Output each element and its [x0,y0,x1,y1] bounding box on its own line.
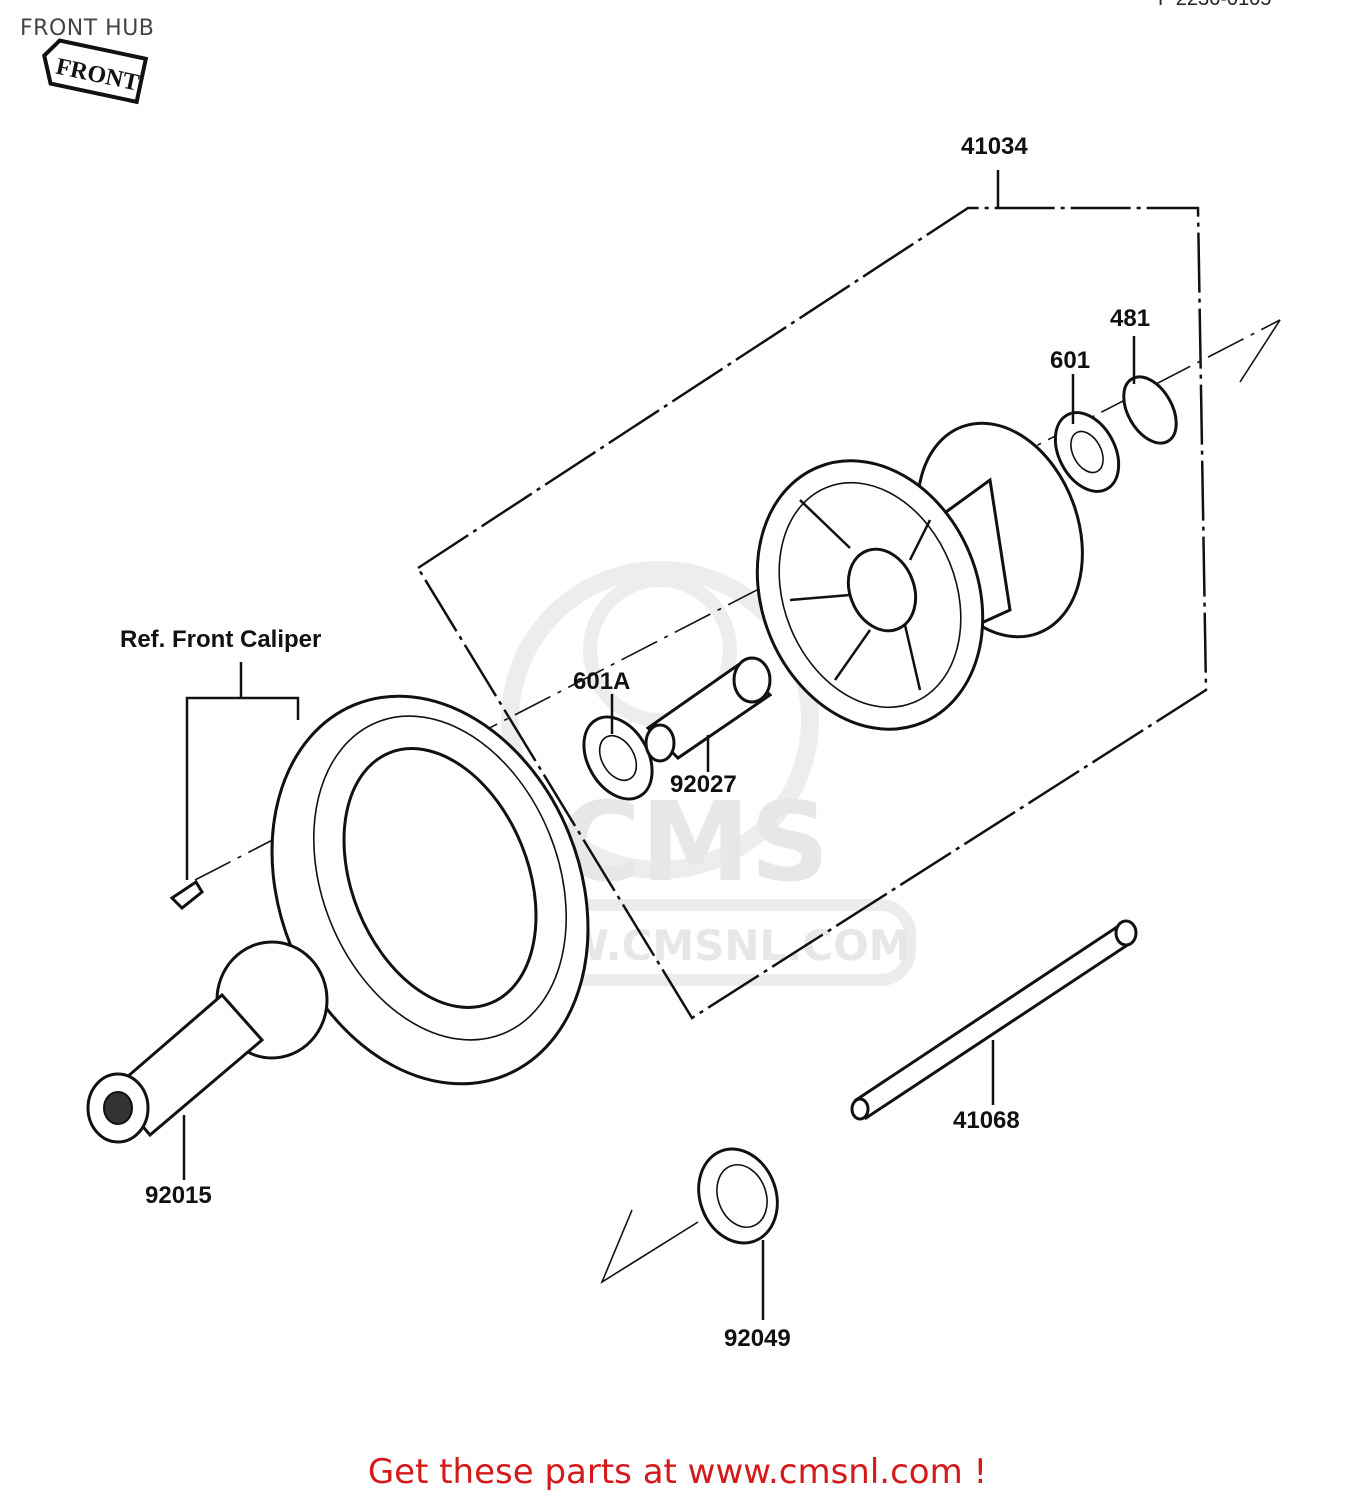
bearing-601a [582,715,654,801]
diagram-reference-code: F 2236-0105 [1158,0,1271,11]
hub-assembly-bracket [416,170,1208,1020]
oil-seal [697,1147,779,1245]
front-axle [850,919,1138,1121]
leader-lines [182,336,1136,1320]
watermark-logo-text: CMS [560,778,829,906]
brake-disc [270,694,590,1086]
caliper-reference-bracket [185,662,300,880]
page-title: FRONT HUB [20,16,155,41]
callout-92049: 92049 [724,1325,791,1352]
callout-ref-front-caliper: Ref. Front Caliper [120,626,321,653]
axle-nut-assembly [86,940,329,1144]
bearing-601 [1053,411,1121,493]
circlip-481 [1122,375,1178,445]
callout-41034: 41034 [961,133,1028,160]
callout-92027: 92027 [670,771,737,798]
footer-promo-link[interactable]: Get these parts at www.cmsnl.com ! [367,1452,988,1492]
callout-481: 481 [1110,305,1150,332]
callout-41068: 41068 [953,1107,1020,1134]
axis-break-mark-left [600,1209,699,1285]
hub-body [755,421,1084,731]
callout-601: 601 [1050,347,1090,374]
front-direction-badge: FRONT [42,38,149,105]
callout-92015: 92015 [145,1182,212,1209]
spacer-92027 [644,656,773,763]
callout-601a: 601A [573,668,630,695]
disc-bolt [169,879,204,911]
axis-break-mark-right [1239,319,1281,383]
